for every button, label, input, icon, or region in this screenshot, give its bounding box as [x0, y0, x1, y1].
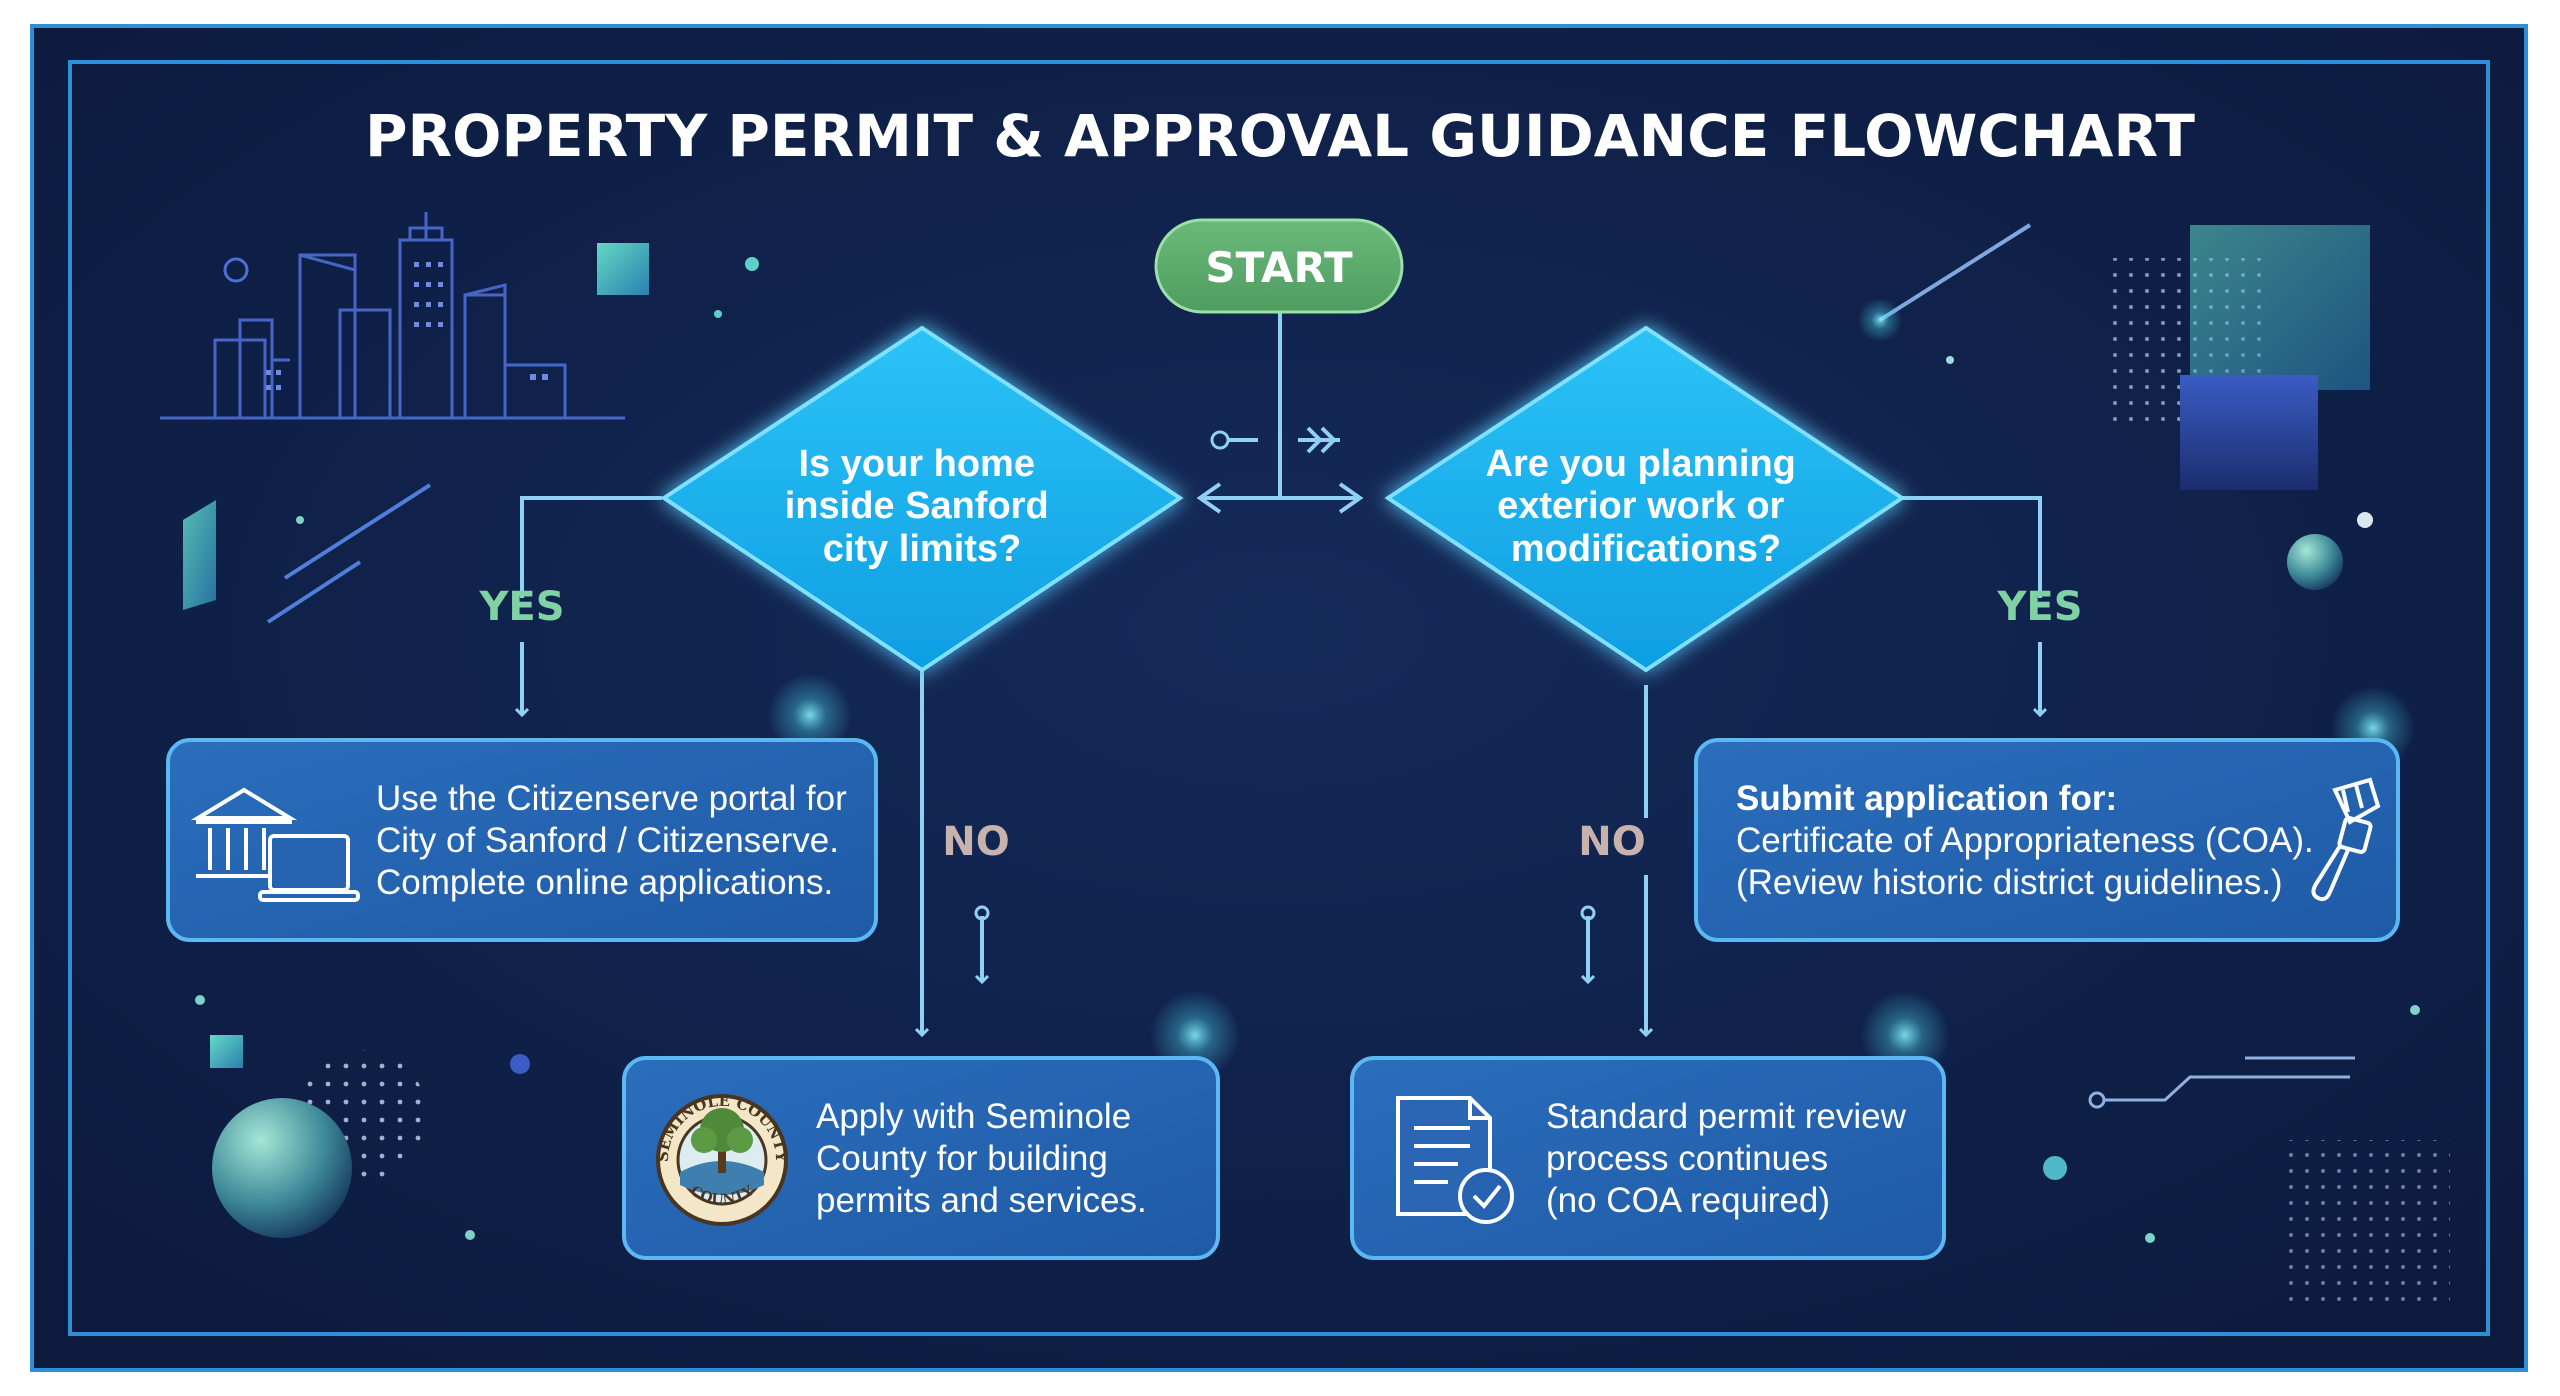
page-title: PROPERTY PERMIT & APPROVAL GUIDANCE FLOW…	[365, 102, 2195, 170]
citizenserve-line: Complete online applications.	[376, 863, 833, 902]
decor-block-teal	[2190, 225, 2370, 390]
decor-dot-grid	[2280, 1140, 2450, 1305]
decision-right-line: modifications?	[1511, 528, 1781, 570]
decision-left-line: city limits?	[823, 528, 1022, 570]
citizenserve-line: Use the Citizenserve portal for	[376, 779, 847, 818]
decor-comet-glow	[1858, 298, 1902, 342]
decor-dot	[510, 1054, 530, 1074]
decor-ring	[223, 257, 249, 283]
decor-dot	[465, 1230, 475, 1240]
decor-pin	[1210, 430, 1230, 450]
decor-sphere	[212, 1098, 352, 1238]
decision-left-line: inside Sanford	[785, 485, 1049, 527]
decor-slab	[183, 500, 216, 610]
start-node: START	[1154, 218, 1404, 314]
box-citizenserve-portal: Use the Citizenserve portal for City of …	[166, 738, 878, 942]
decor-dot	[2145, 1233, 2155, 1243]
decor-dot	[2410, 1005, 2420, 1015]
small-arrow-pin-left	[974, 905, 990, 921]
connector-right-yes	[1898, 496, 2042, 598]
decor-square-top	[597, 243, 649, 295]
decision-exterior-work: Are you planning exterior work or modifi…	[1384, 325, 1906, 673]
decor-dot	[296, 516, 304, 524]
decor-streak	[283, 483, 432, 580]
decision-inside-city: Is your home inside Sanford city limits?	[660, 325, 1184, 673]
decor-dot	[745, 257, 759, 271]
coa-line: (Review historic district guidelines.)	[1736, 863, 2283, 902]
standard-line: (no COA required)	[1546, 1181, 1830, 1220]
no-label-left: NO	[942, 819, 1009, 865]
decor-sphere-small	[2287, 534, 2343, 590]
split-arrow-left	[1196, 482, 1222, 514]
decision-left-line: Is your home	[798, 443, 1035, 485]
decor-dot	[2357, 512, 2373, 528]
decor-comet	[1878, 223, 2032, 322]
citizenserve-text: Use the Citizenserve portal for City of …	[376, 779, 857, 902]
split-arrow-right	[1338, 482, 1364, 514]
document-check-icon	[1396, 1096, 1514, 1224]
citizenserve-line: City of Sanford / Citizenserve.	[376, 821, 839, 860]
inner-frame	[68, 60, 2490, 1336]
coa-text: Submit application for: Certificate of A…	[1736, 779, 2323, 902]
start-label: START	[1205, 243, 1353, 292]
decor-square	[210, 1035, 243, 1068]
connector-left-yes	[520, 496, 662, 598]
glow-spot	[768, 673, 852, 757]
standard-text: Standard permit review process continues…	[1546, 1097, 1916, 1220]
decor-dot	[1946, 356, 1954, 364]
decor-dot	[2043, 1156, 2067, 1180]
skyline-windows	[266, 262, 548, 390]
small-arrow-pin-right	[1580, 905, 1596, 921]
seminole-line: County for building	[816, 1139, 1108, 1178]
government-building-laptop-icon	[190, 787, 360, 902]
decision-right-line: exterior work or	[1497, 485, 1784, 527]
seminole-line: permits and services.	[816, 1181, 1147, 1220]
coa-heading: Submit application for:	[1736, 779, 2117, 818]
box-seminole-county: SEMINOLE COUNTY COUNTY Apply with Semino…	[622, 1056, 1220, 1260]
no-label-right: NO	[1578, 819, 1645, 865]
connectors	[522, 312, 2040, 1035]
seminole-line: Apply with Seminole	[816, 1097, 1131, 1136]
decor-streak	[266, 560, 362, 624]
paintbrush-icon	[2311, 777, 2381, 902]
coa-line: Certificate of Appropriateness (COA).	[1736, 821, 2314, 860]
decor-dot	[195, 995, 205, 1005]
decor-double-arrow	[1306, 426, 1337, 454]
decor-block-blue	[2180, 375, 2318, 490]
county-seal-icon: SEMINOLE COUNTY COUNTY	[654, 1092, 790, 1226]
standard-line: process continues	[1546, 1139, 1828, 1178]
yes-label-left: YES	[478, 584, 564, 630]
yes-label-right: YES	[1996, 584, 2082, 630]
decision-right-line: Are you planning	[1486, 443, 1796, 485]
city-skyline-decoration	[160, 212, 625, 420]
decision-left-text: Is your home inside Sanford city limits?	[785, 443, 1059, 570]
seminole-text: Apply with Seminole County for building …	[816, 1097, 1147, 1220]
box-standard-permit: Standard permit review process continues…	[1350, 1056, 1946, 1260]
standard-line: Standard permit review	[1546, 1097, 1907, 1136]
decor-circuit-line	[2088, 1056, 2355, 1109]
decor-dot	[714, 310, 722, 318]
decision-right-text: Are you planning exterior work or modifi…	[1486, 443, 1807, 570]
box-coa-application: Submit application for: Certificate of A…	[1694, 738, 2400, 942]
